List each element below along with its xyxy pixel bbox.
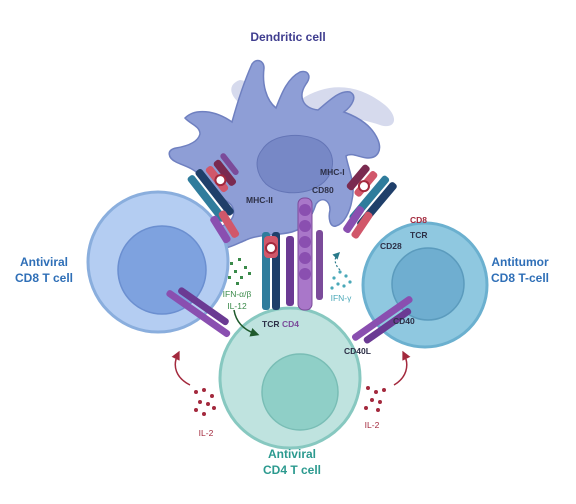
il2-right-label: IL-2 bbox=[365, 420, 380, 430]
cd28-label: CD28 bbox=[380, 241, 402, 251]
tcr-bottom-label: TCR bbox=[262, 319, 279, 329]
il2-left-label: IL-2 bbox=[199, 428, 214, 438]
ifn-il12-arrow bbox=[233, 309, 260, 337]
il12-label: IL-12 bbox=[227, 301, 247, 311]
antiviral-cd8-label-line1: Antiviral bbox=[20, 255, 68, 269]
il2-right-arrow bbox=[393, 350, 411, 386]
dendritic-cell-label: Dendritic cell bbox=[250, 30, 325, 44]
il2-left-dots bbox=[194, 388, 216, 416]
cd40-label: CD40 bbox=[393, 316, 415, 326]
left-receptor-cluster bbox=[166, 153, 240, 338]
cd40l-label: CD40L bbox=[344, 346, 371, 356]
mhc-ii-label: MHC-II bbox=[246, 195, 273, 205]
ifn-g-arrow bbox=[332, 251, 341, 271]
antitumor-cd8-label-line1: Antitumor bbox=[491, 255, 549, 269]
cd8-label: CD8 bbox=[410, 215, 427, 225]
il2-right-dots bbox=[364, 386, 386, 412]
ifn-g-label: IFN-γ bbox=[331, 293, 353, 303]
ifn-ab-dots bbox=[228, 258, 251, 285]
right-receptor-cluster bbox=[343, 164, 413, 344]
cd80-label: CD80 bbox=[312, 185, 334, 195]
ifn-ab-label: IFN-α/β bbox=[223, 289, 252, 299]
ifn-g-dots bbox=[330, 270, 352, 290]
antiviral-cd8-label-line2: CD8 T cell bbox=[15, 271, 73, 285]
tcr-right-label: TCR bbox=[410, 230, 427, 240]
bottom-receptor-cluster bbox=[262, 197, 323, 311]
mhc-i-label: MHC-I bbox=[320, 167, 345, 177]
cd4-label: CD4 bbox=[282, 319, 299, 329]
antiviral-cd4-label-line1: Antiviral bbox=[268, 447, 316, 461]
il2-left-arrow bbox=[171, 350, 191, 386]
antitumor-cd8-label-line2: CD8 T-cell bbox=[491, 271, 549, 285]
antiviral-cd4-t-cell bbox=[218, 306, 362, 450]
antiviral-cd4-label-line2: CD4 T cell bbox=[263, 463, 321, 477]
